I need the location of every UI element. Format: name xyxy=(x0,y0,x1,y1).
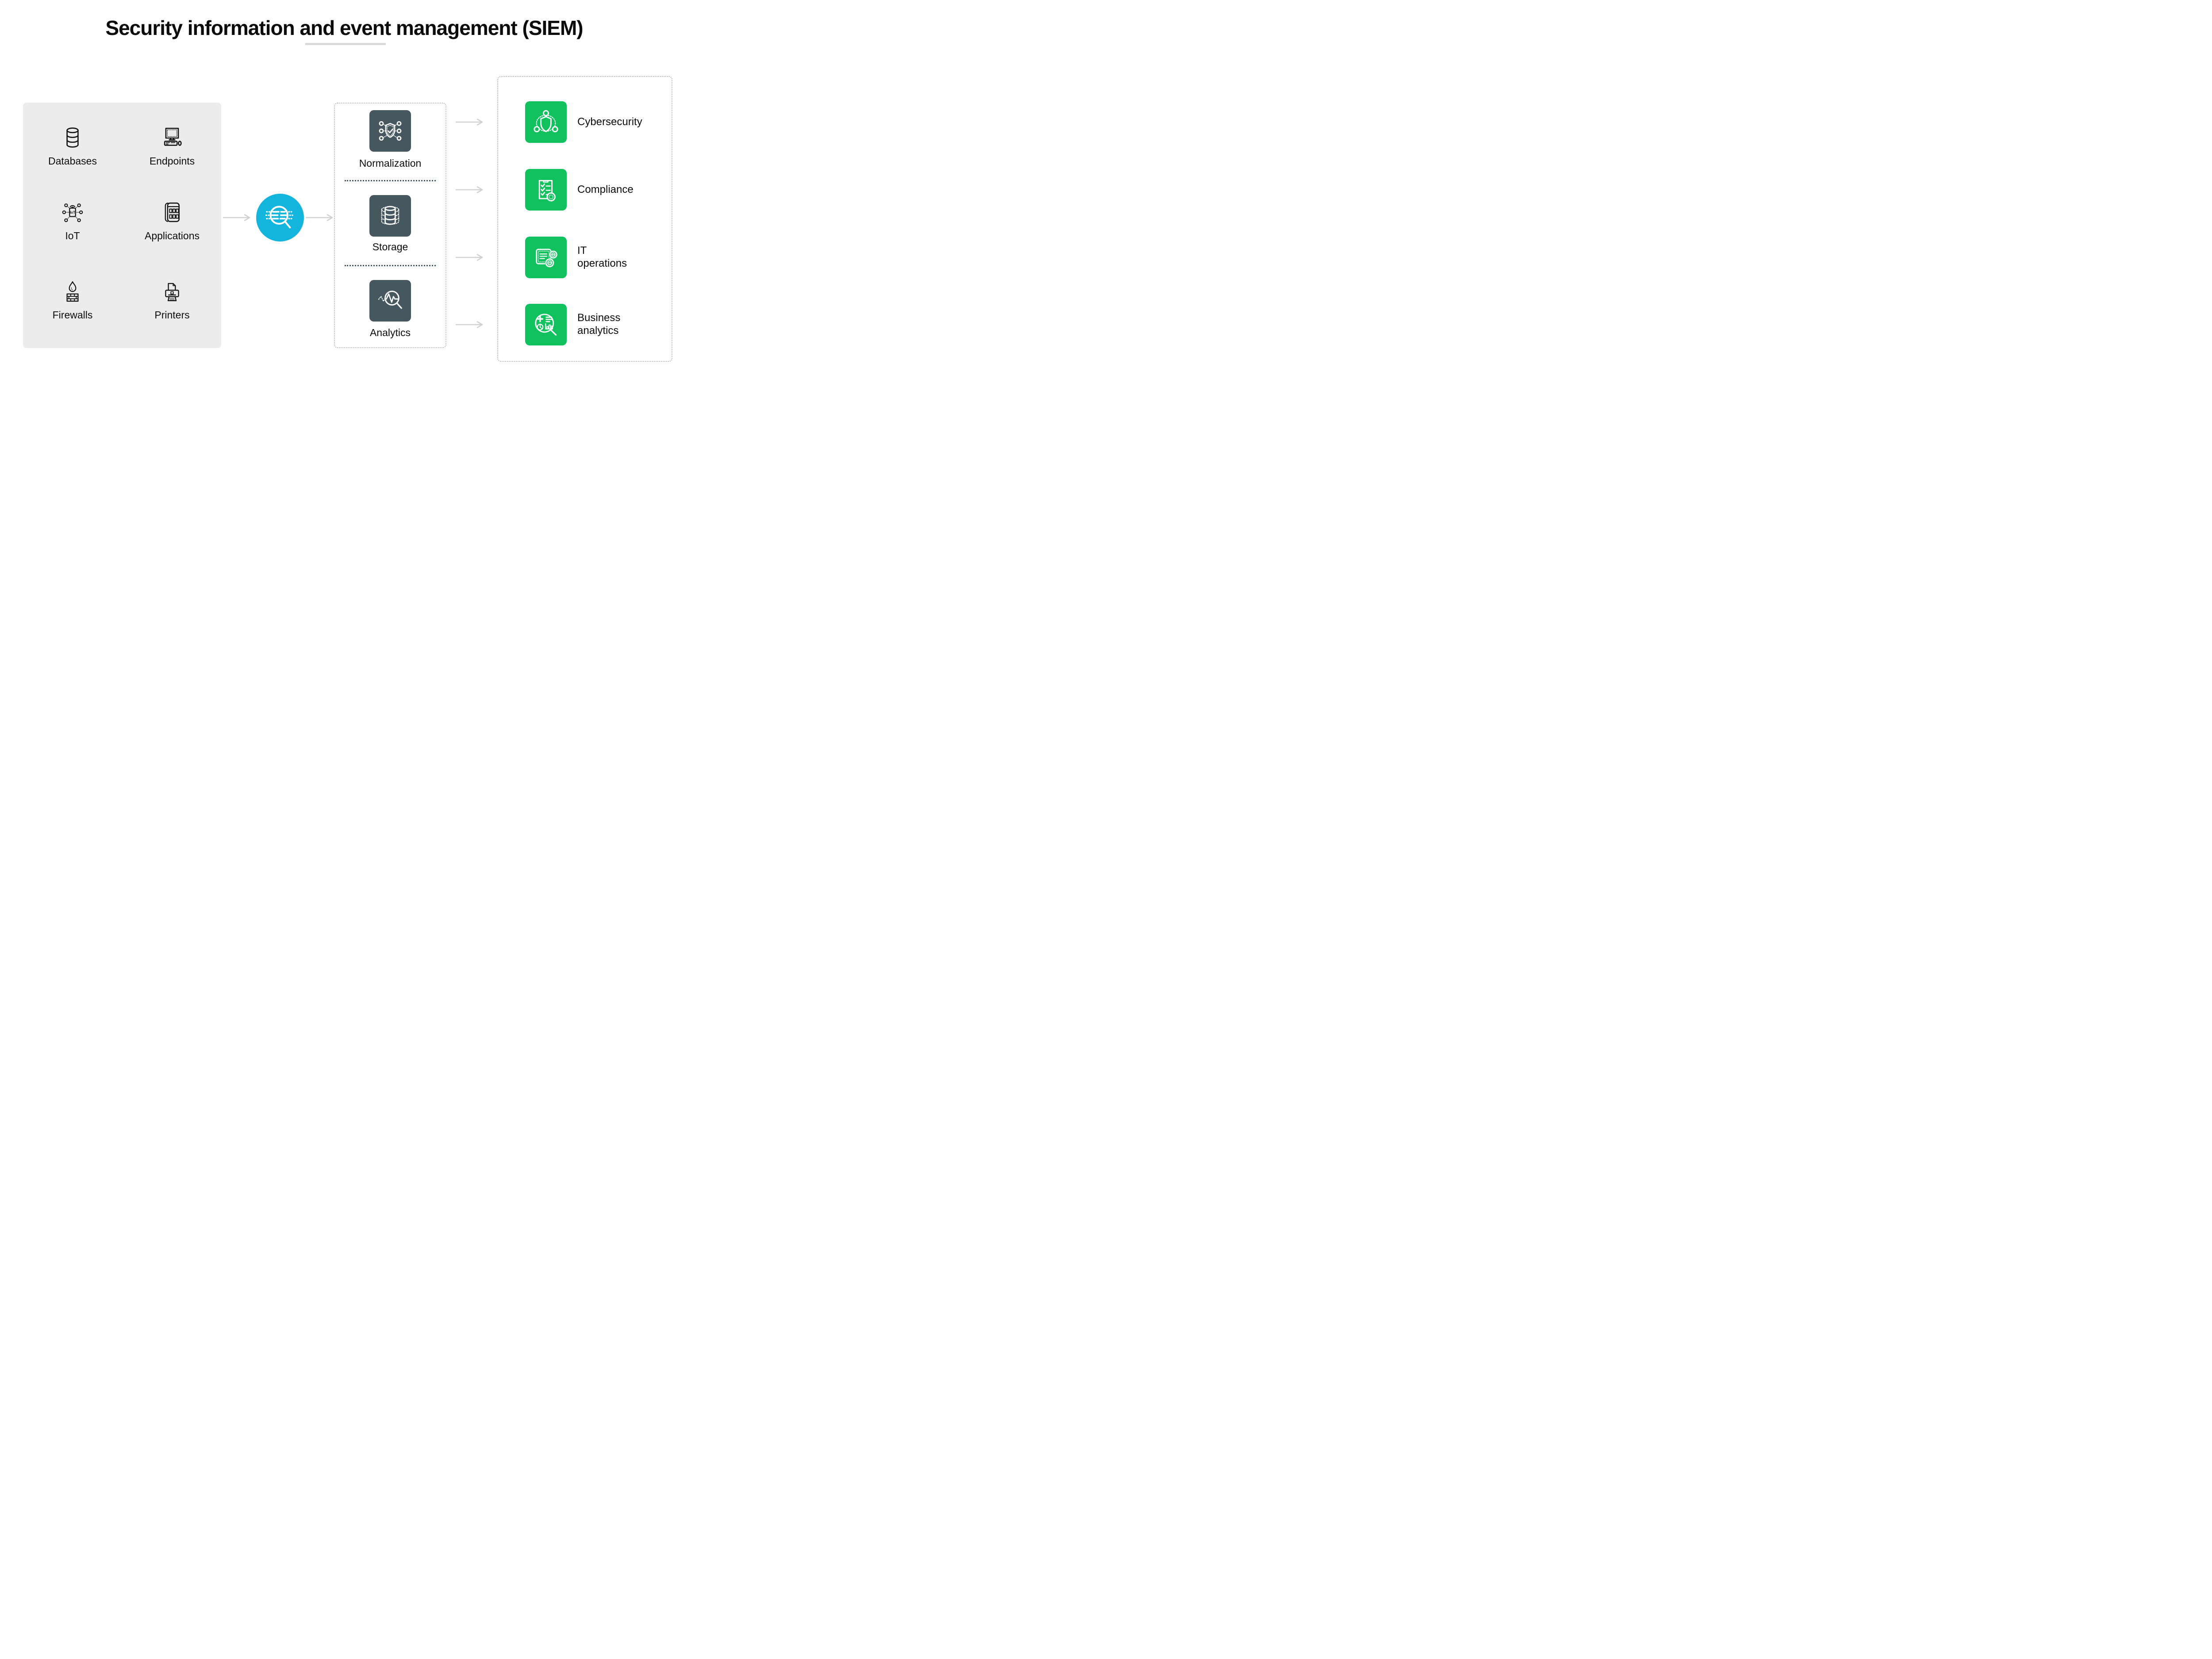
normalization-shield-icon xyxy=(376,117,404,145)
printer-icon xyxy=(160,280,184,303)
outcome-item-it-operations: IT operations xyxy=(525,237,666,278)
source-label: Printers xyxy=(154,309,190,321)
outcome-item-compliance: Compliance xyxy=(525,169,666,211)
source-label: IoT xyxy=(65,230,80,241)
source-label: Applications xyxy=(144,230,200,241)
arrow-collector-to-pipeline xyxy=(306,214,335,222)
source-item-databases: Databases xyxy=(35,126,110,167)
outcome-item-business-analytics: Business analytics xyxy=(525,304,666,345)
page-title: Security information and event managemen… xyxy=(105,16,583,39)
compliance-checklist-icon xyxy=(532,176,560,203)
arrow-to-compliance xyxy=(456,186,485,194)
source-item-endpoints: Endpoints xyxy=(134,126,210,167)
outcome-tile xyxy=(525,237,567,278)
outcome-tile xyxy=(525,304,567,345)
iot-chip-label: IoT xyxy=(70,211,75,215)
pipeline-step-label: Normalization xyxy=(359,157,422,169)
arrow-to-cybersecurity xyxy=(456,118,485,126)
outcome-label: IT operations xyxy=(577,245,627,269)
outcome-label: Cybersecurity xyxy=(577,115,642,128)
source-item-firewalls: Firewalls xyxy=(35,280,110,321)
database-icon xyxy=(61,126,84,149)
business-analytics-magnifier-icon xyxy=(532,311,560,338)
pipeline-step-label: Storage xyxy=(372,241,408,253)
source-item-printers: Printers xyxy=(134,280,210,321)
endpoints-computer-icon xyxy=(160,126,184,149)
source-item-iot: IoT IoT xyxy=(35,200,110,242)
source-label: Endpoints xyxy=(149,155,195,167)
siem-diagram: Security information and event managemen… xyxy=(0,0,681,383)
outcome-label: Compliance xyxy=(577,183,634,195)
firewall-flame-icon xyxy=(61,280,84,303)
cybersecurity-shield-icon xyxy=(532,108,560,136)
source-label: Firewalls xyxy=(52,309,93,321)
pipeline-step-analytics xyxy=(369,280,411,322)
arrow-sources-to-collector xyxy=(223,214,252,222)
data-search-magnifier-icon xyxy=(264,201,296,234)
storage-database-icon xyxy=(376,202,404,230)
pipeline-step-normalization xyxy=(369,110,411,152)
data-sources-panel xyxy=(23,103,221,348)
event-collector-circle xyxy=(256,194,304,241)
outcome-tile xyxy=(525,101,567,143)
iot-network-icon: IoT xyxy=(61,200,84,224)
pipeline-separator xyxy=(345,180,436,181)
applications-device-icon xyxy=(160,200,184,224)
arrow-to-it-operations xyxy=(456,253,485,261)
outcome-label: Business analytics xyxy=(577,312,621,337)
outcome-tile xyxy=(525,169,567,211)
analytics-magnifier-icon xyxy=(376,287,404,315)
arrow-to-business-analytics xyxy=(456,321,485,329)
pipeline-step-storage xyxy=(369,195,411,237)
source-item-applications: Applications xyxy=(134,200,210,242)
title-underline xyxy=(305,43,386,45)
pipeline-separator xyxy=(345,265,436,266)
it-operations-gears-icon xyxy=(532,244,560,271)
source-label: Databases xyxy=(48,155,97,167)
pipeline-step-label: Analytics xyxy=(369,327,411,338)
outcome-item-cybersecurity: Cybersecurity xyxy=(525,101,666,143)
